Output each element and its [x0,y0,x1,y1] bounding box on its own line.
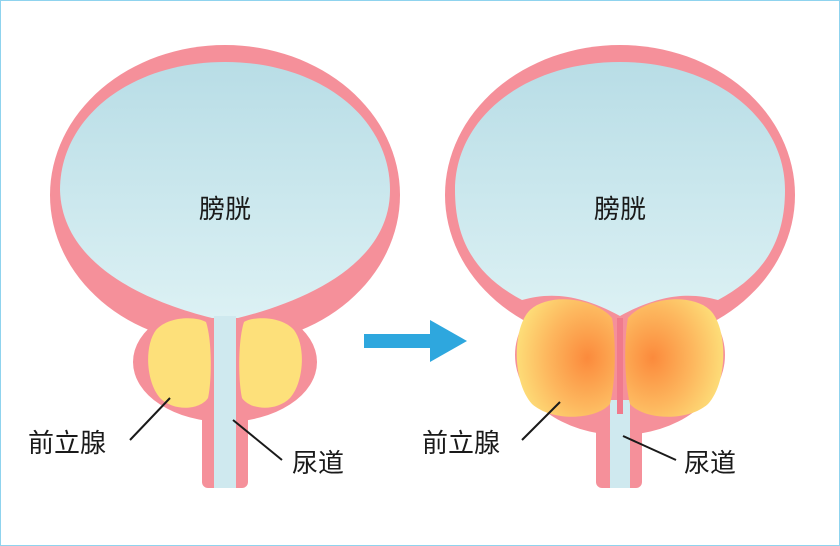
prostate-lobe-left-enlarged [516,299,615,417]
prostate-leader-line-normal [129,397,171,441]
panel-normal: 膀胱 前立腺 尿道 [28,45,400,488]
prostate-lobe-right-enlarged [625,299,724,417]
panel-enlarged: 膀胱 前立腺 尿道 [422,45,795,488]
bladder-interior-normal [60,62,390,318]
urethra-label-enlarged: 尿道 [684,449,736,479]
bladder-interior-enlarged [455,62,785,316]
prostate-lobe-right-normal [239,318,302,408]
prostate-label-enlarged: 前立腺 [422,429,500,459]
bladder-label-enlarged: 膀胱 [594,195,646,225]
right-arrow-icon [364,320,467,362]
compressed-urethra [617,318,623,414]
urethra-leader-line-normal [232,419,283,461]
prostate-leader-line-enlarged [521,401,561,441]
prostate-lobe-left-normal [148,318,211,408]
urethra-label-normal: 尿道 [292,449,344,479]
bladder-label-normal: 膀胱 [199,195,251,225]
urethra-lumen-normal [214,316,236,488]
prostate-label-normal: 前立腺 [28,429,106,459]
urethra-lumen-enlarged [610,400,630,488]
urethra-leader-line-enlarged [622,435,677,461]
